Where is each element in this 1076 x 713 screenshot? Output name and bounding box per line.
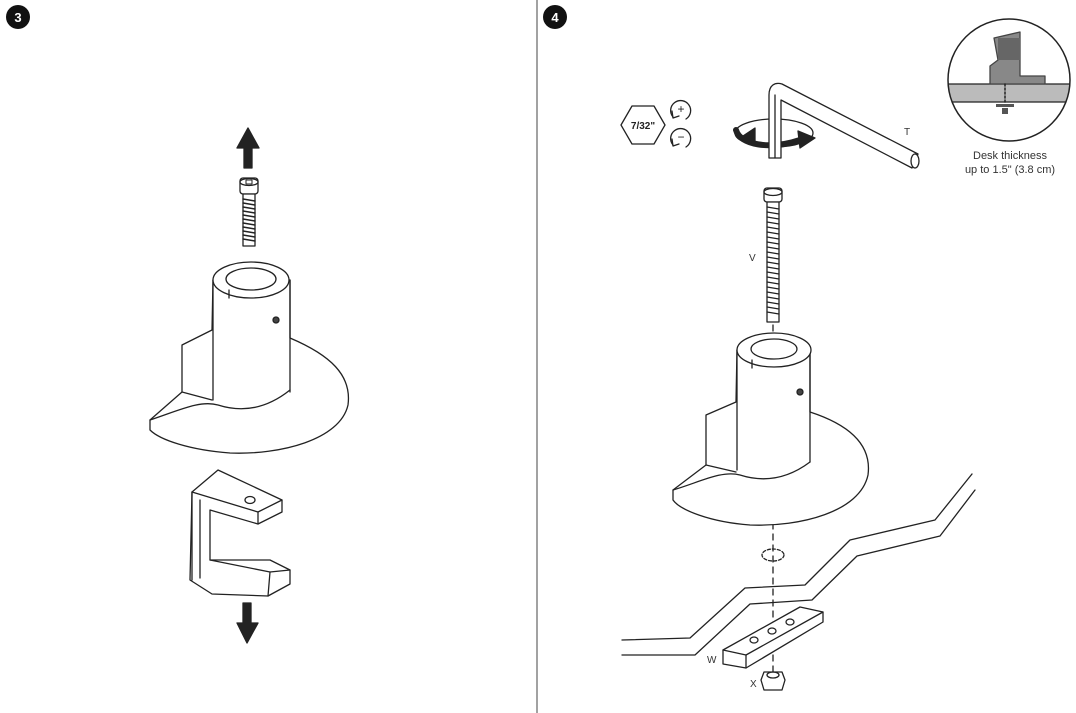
- label-plate: W: [707, 655, 717, 666]
- step-4-panel: 4 7/32" + − T: [543, 5, 1071, 691]
- desk-mount-base: [149, 261, 350, 454]
- desk-thickness-detail: [947, 18, 1071, 142]
- detail-caption-line-2: up to 1.5" (3.8 cm): [965, 164, 1055, 176]
- hex-key-icon: 7/32": [620, 105, 666, 145]
- allen-key: [768, 82, 920, 169]
- c-clamp: [189, 469, 291, 597]
- loosen-symbol: −: [677, 130, 684, 144]
- arrow-up-icon: [236, 127, 260, 169]
- step-4-badge: [543, 5, 567, 29]
- label-allen-key: T: [904, 127, 910, 138]
- step-3-panel: 3: [6, 5, 350, 644]
- mounting-plate: [722, 606, 824, 669]
- rotate-counterclockwise-icon: −: [670, 127, 692, 148]
- desk-mount-base: [672, 332, 870, 526]
- desk-surface: [621, 473, 976, 656]
- nut: [760, 671, 786, 691]
- step-3-badge: [6, 5, 30, 29]
- rotate-clockwise-icon: +: [670, 99, 692, 120]
- step-3-number: 3: [14, 10, 21, 25]
- screw: [239, 177, 259, 247]
- label-bolt: V: [749, 253, 756, 264]
- arrow-down-icon: [236, 602, 259, 644]
- tighten-symbol: +: [677, 102, 684, 116]
- step-4-number: 4: [551, 10, 559, 25]
- detail-caption-line-1: Desk thickness: [973, 150, 1047, 162]
- tool-size-label: 7/32": [631, 121, 655, 132]
- bolt: [763, 187, 783, 323]
- label-nut: X: [750, 679, 757, 690]
